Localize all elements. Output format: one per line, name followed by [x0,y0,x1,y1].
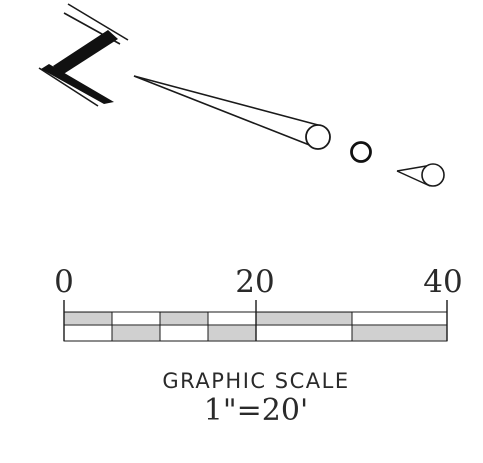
scale-ratio: 1"=20' [204,393,308,428]
scale-tick-label-0: 0 [54,264,74,300]
cone-shape-large [133,75,331,150]
scale-tick-label-40: 40 [423,264,462,300]
north-arrow-icon [38,3,129,107]
graphic-scale: 0 20 40 GRAPHIC SCALE 1"=20' [54,264,463,428]
cone-shape-small [396,163,445,187]
scale-title: GRAPHIC SCALE [162,369,349,393]
scale-tick-label-20: 20 [235,264,274,300]
small-circle-marker [350,141,372,163]
scale-bar [63,300,448,342]
